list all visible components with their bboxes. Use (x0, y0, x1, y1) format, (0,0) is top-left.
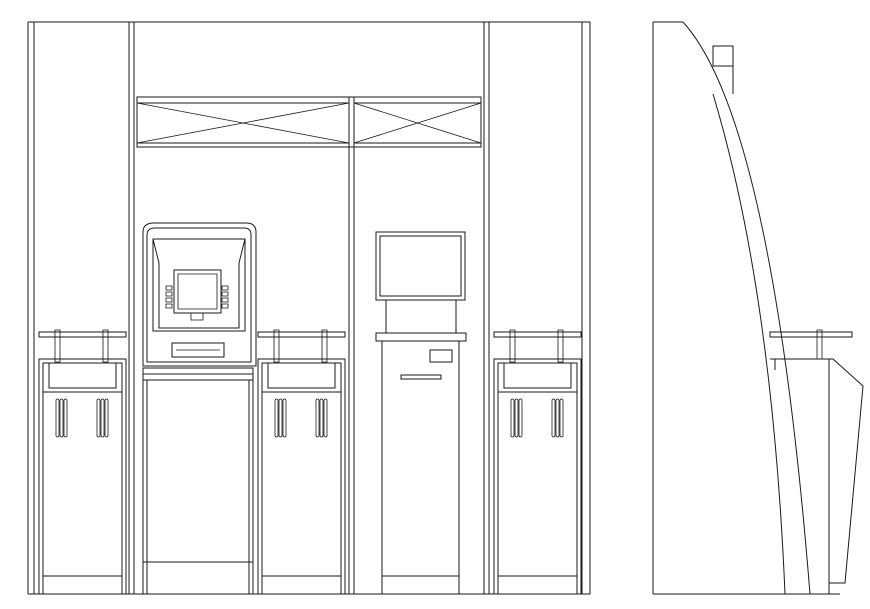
shelf-bracket (103, 330, 108, 362)
side-header-block (713, 46, 733, 66)
kiosk-receipt-slot (401, 375, 441, 379)
shelf-bracket (55, 330, 60, 362)
counter-tray (504, 363, 571, 388)
door-grip (64, 399, 67, 437)
counter-station (39, 330, 126, 594)
counter-stations (39, 330, 581, 594)
kiosk-body (382, 341, 459, 594)
door-grip (275, 399, 278, 437)
kiosk-monitor (376, 232, 465, 300)
door-grip (519, 399, 522, 437)
curved-back-inner (713, 94, 785, 594)
shelf-bracket (322, 330, 327, 362)
door-grip (511, 399, 514, 437)
atm-card-slot (172, 343, 224, 357)
door-grip (320, 399, 323, 437)
door-grip (60, 399, 63, 437)
door-grip (56, 399, 59, 437)
header-braces (137, 97, 481, 147)
glass-shelf (494, 332, 581, 337)
shelf-bracket (558, 330, 563, 362)
front-elevation-view (28, 22, 590, 594)
curved-back-outer (683, 22, 810, 594)
counter-cabinet (258, 359, 345, 594)
counter-station (258, 330, 345, 594)
door-grip (101, 399, 104, 437)
door-grip (279, 399, 282, 437)
door-grip (97, 399, 100, 437)
kiosk-card-reader (430, 350, 452, 362)
info-kiosk (376, 232, 466, 594)
door-grip (560, 399, 563, 437)
atm-screen-hood (153, 239, 245, 328)
shelf-bracket (510, 330, 515, 362)
door-grip (552, 399, 555, 437)
atm-unit (143, 223, 256, 594)
atm-side-keys (166, 286, 228, 308)
door-grip (515, 399, 518, 437)
shelf-bracket (274, 330, 279, 362)
glass-shelf (39, 332, 126, 337)
atm-base-cabinet (143, 380, 253, 594)
side-glass-shelf (770, 332, 852, 337)
door-grip (556, 399, 559, 437)
counter-cabinet (494, 359, 581, 594)
door-grip (283, 399, 286, 437)
frame-posts (28, 22, 590, 594)
counter-tray (49, 363, 116, 388)
door-grip (316, 399, 319, 437)
atm-screen (174, 270, 221, 313)
door-grip (105, 399, 108, 437)
side-counter-body (770, 359, 863, 583)
glass-shelf (258, 332, 345, 337)
counter-tray (268, 363, 335, 388)
door-grip (324, 399, 327, 437)
counter-station (494, 330, 581, 594)
side-elevation-view (653, 22, 863, 594)
counter-cabinet (39, 359, 126, 594)
